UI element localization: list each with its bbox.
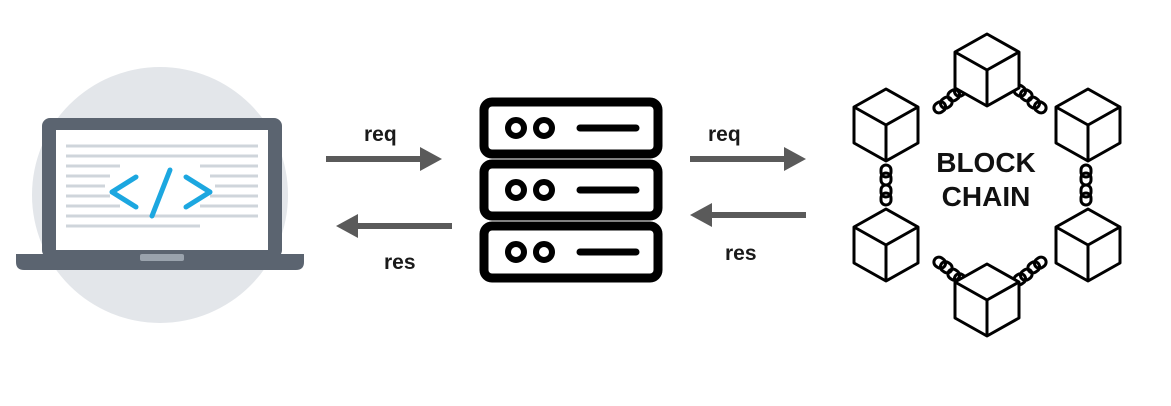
- laptop-notch: [140, 254, 184, 261]
- laptop-base: [16, 254, 304, 270]
- arrow-server-to-blockchain: [690, 147, 806, 171]
- blockchain-label-line2: CHAIN: [941, 180, 1031, 212]
- server-unit-1: [479, 97, 663, 159]
- code-brackets-icon: [109, 167, 213, 219]
- code-lines: [66, 144, 258, 228]
- right-res-label: res: [725, 242, 757, 265]
- block-cube-lower-right: [1054, 207, 1122, 283]
- laptop-code-icon: [16, 67, 304, 323]
- server-unit-2: [479, 159, 663, 221]
- right-req-label: req: [708, 123, 741, 146]
- arrow-blockchain-to-server: [690, 203, 806, 227]
- left-req-label: req: [364, 123, 397, 146]
- arrow-server-to-client: [336, 214, 452, 238]
- server-rack-icon: [479, 97, 663, 283]
- arrow-client-to-server: [326, 147, 442, 171]
- blockchain-label: BLOCK CHAIN: [906, 146, 1066, 213]
- blockchain-label-line1: BLOCK: [936, 147, 1036, 178]
- server-unit-3: [479, 221, 663, 283]
- block-cube-lower-left: [852, 207, 920, 283]
- left-res-label: res: [384, 251, 416, 274]
